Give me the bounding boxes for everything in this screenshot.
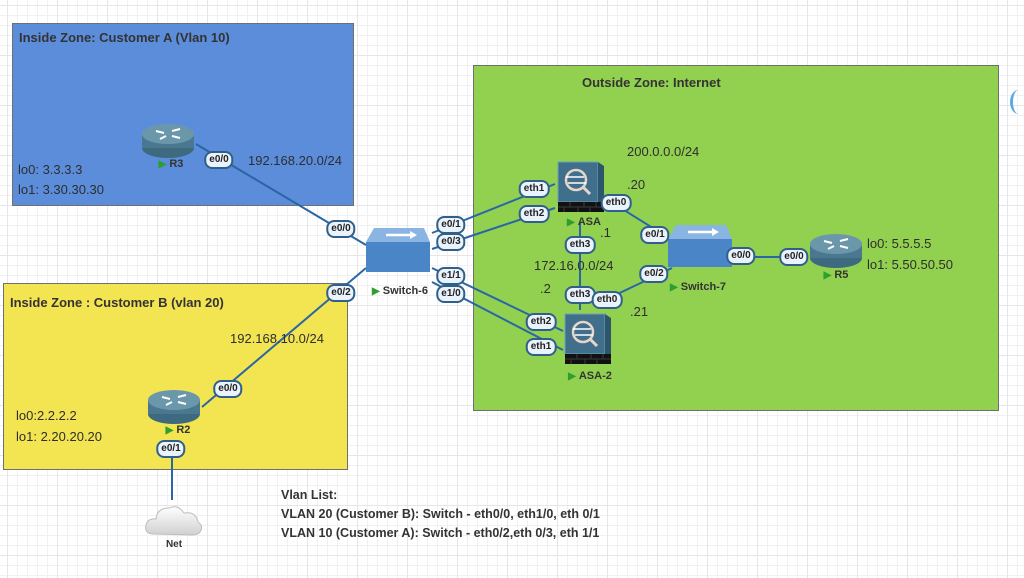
firewall-asa-label: ▶ASA <box>567 216 601 228</box>
asa-outside-host-id: .20 <box>627 177 646 192</box>
subnet-outside: 200.0.0.0/24 <box>627 144 700 159</box>
router-r3[interactable] <box>140 122 196 165</box>
iface-asa2-eth3[interactable]: eth3 <box>564 286 596 304</box>
iface-asa-eth1[interactable]: eth1 <box>518 180 550 198</box>
running-indicator-icon: ▶ <box>823 270 832 281</box>
asa2-inter-host-id: .2 <box>540 281 551 296</box>
iface-switch7-e0-2[interactable]: e0/2 <box>639 265 669 283</box>
switch-7-name: Switch-7 <box>680 281 726 293</box>
vlan-list-line: VLAN 20 (Customer B): Switch - eth0/0, e… <box>281 507 600 521</box>
router-r3-name: R3 <box>169 158 184 170</box>
zone-outside-title: Outside Zone: Internet <box>582 75 721 90</box>
zone-customer-b[interactable]: Inside Zone : Customer B (vlan 20) <box>3 283 348 470</box>
router-r5-name: R5 <box>834 269 849 281</box>
vlan-list: Vlan List: VLAN 20 (Customer B): Switch … <box>281 486 600 543</box>
running-indicator-icon: ▶ <box>372 286 380 297</box>
router-r5[interactable] <box>808 232 864 275</box>
running-indicator-icon: ▶ <box>670 282 678 293</box>
iface-r2-e0-0[interactable]: e0/0 <box>213 380 243 398</box>
iface-r2-e0-1[interactable]: e0/1 <box>156 440 186 458</box>
iface-r3-e0-0[interactable]: e0/0 <box>204 151 234 169</box>
r2-loopback-1: lo1: 2.20.20.20 <box>16 429 103 444</box>
router-icon <box>142 124 194 158</box>
switch-icon <box>366 228 430 272</box>
iface-switch6-e0-1[interactable]: e0/1 <box>436 216 466 234</box>
cloud-net[interactable] <box>144 500 204 545</box>
zone-customer-a[interactable]: Inside Zone: Customer A (Vlan 10) <box>12 23 354 206</box>
running-indicator-icon: ▶ <box>568 371 576 382</box>
offscreen-node-edge <box>1010 90 1024 114</box>
router-icon <box>810 234 862 268</box>
zone-customer-b-title: Inside Zone : Customer B (vlan 20) <box>10 295 224 310</box>
switch-6-name: Switch-6 <box>382 285 428 297</box>
iface-switch6-e0-3[interactable]: e0/3 <box>436 233 466 251</box>
router-r3-label: ▶R3 <box>159 158 184 170</box>
vlan-list-line: VLAN 10 (Customer A): Switch - eth0/2,et… <box>281 526 600 540</box>
iface-switch6-e0-2[interactable]: e0/2 <box>326 284 356 302</box>
subnet-customer-a: 192.168.20.0/24 <box>248 153 342 168</box>
running-indicator-icon: ▶ <box>165 425 174 436</box>
firewall-asa-2[interactable] <box>563 312 613 373</box>
iface-asa-eth0[interactable]: eth0 <box>600 194 632 212</box>
iface-asa-eth3[interactable]: eth3 <box>564 236 596 254</box>
r3-loopback-1: lo1: 3.30.30.30 <box>18 182 105 197</box>
router-r2[interactable] <box>146 388 202 431</box>
router-r2-label: ▶R2 <box>166 424 191 436</box>
asa-inter-host-id: .1 <box>600 225 611 240</box>
switch-7-label: ▶Switch-7 <box>670 281 726 293</box>
running-indicator-icon: ▶ <box>158 159 167 170</box>
iface-asa2-eth1[interactable]: eth1 <box>525 338 557 356</box>
switch-icon <box>668 225 732 267</box>
router-r2-name: R2 <box>176 424 191 436</box>
r2-loopback-0: lo0:2.2.2.2 <box>16 408 77 423</box>
switch-6[interactable] <box>366 228 430 277</box>
iface-r5-e0-0[interactable]: e0/0 <box>779 248 809 266</box>
cloud-icon <box>145 506 203 536</box>
switch-6-label: ▶Switch-6 <box>372 285 428 297</box>
r3-loopback-0: lo0: 3.3.3.3 <box>18 162 83 177</box>
running-indicator-icon: ▶ <box>567 217 575 228</box>
iface-switch7-e0-1[interactable]: e0/1 <box>640 226 670 244</box>
router-r5-label: ▶R5 <box>824 269 849 281</box>
iface-switch6-e0-0[interactable]: e0/0 <box>326 220 356 238</box>
zone-outside-internet[interactable]: Outside Zone: Internet <box>473 65 999 411</box>
asa2-outside-host-id: .21 <box>630 304 649 319</box>
iface-switch7-e0-0[interactable]: e0/0 <box>726 247 756 265</box>
iface-asa2-eth2[interactable]: eth2 <box>525 313 557 331</box>
firewall-asa[interactable] <box>556 160 606 221</box>
firewall-icon <box>557 161 604 212</box>
cloud-net-label: Net <box>165 539 183 550</box>
iface-switch6-e1-0[interactable]: e1/0 <box>436 285 466 303</box>
firewall-asa-2-name: ASA-2 <box>578 370 612 382</box>
subnet-asa-link: 172.16.0.0/24 <box>534 258 614 273</box>
firewall-asa-name: ASA <box>577 216 601 228</box>
zone-customer-a-title: Inside Zone: Customer A (Vlan 10) <box>19 30 230 45</box>
subnet-customer-b: 192.168.10.0/24 <box>230 331 324 346</box>
r5-loopback-1: lo1: 5.50.50.50 <box>867 257 954 272</box>
firewall-icon <box>564 313 611 364</box>
iface-asa2-eth0[interactable]: eth0 <box>591 291 623 309</box>
firewall-asa-2-label: ▶ASA-2 <box>568 370 612 382</box>
iface-switch6-e1-1[interactable]: e1/1 <box>436 267 466 285</box>
vlan-list-title: Vlan List: <box>281 488 338 502</box>
r5-loopback-0: lo0: 5.5.5.5 <box>867 236 932 251</box>
iface-asa-eth2[interactable]: eth2 <box>518 205 550 223</box>
switch-7[interactable] <box>668 225 732 272</box>
router-icon <box>148 390 200 424</box>
